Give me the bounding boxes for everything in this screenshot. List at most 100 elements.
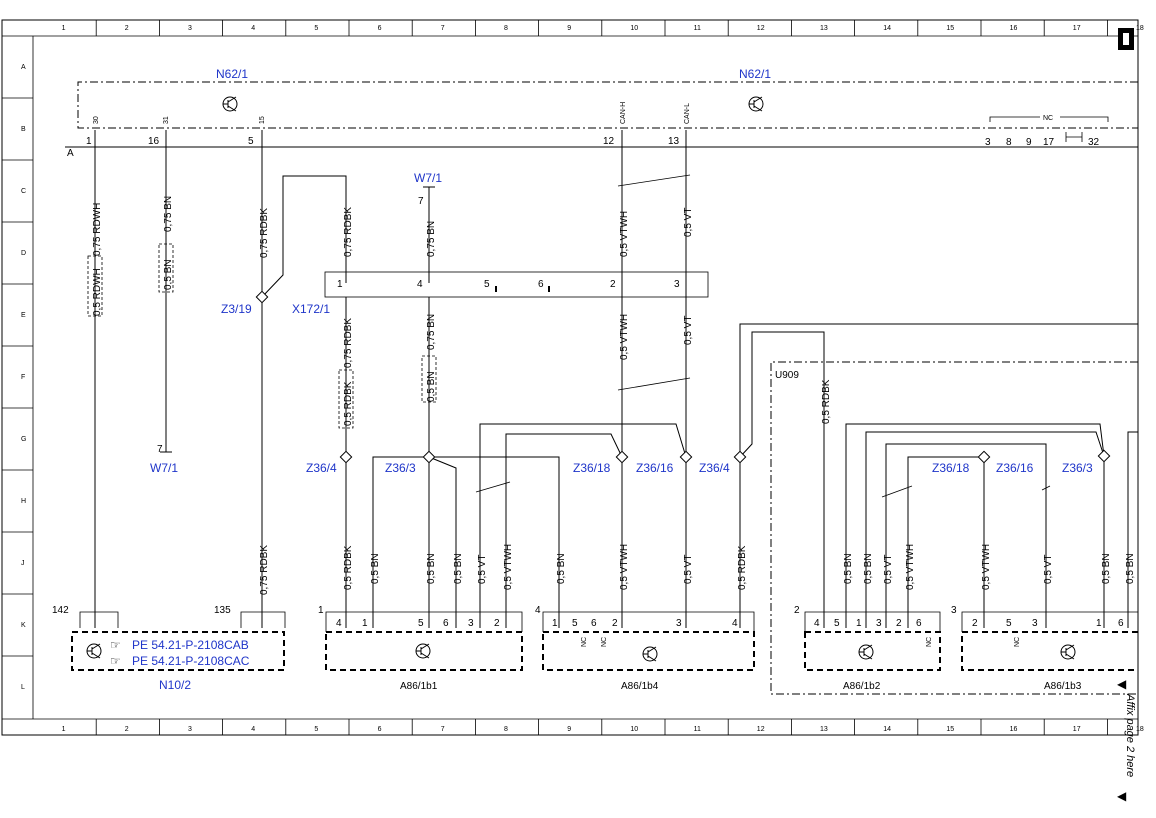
nc: NC [581,637,588,647]
column-number: 9 [567,726,571,733]
wire-label: 0,75 RDBK [343,207,354,257]
wire-label: 0,5 BN [863,553,874,584]
pin: 1 [552,618,558,629]
pe-ref-cac[interactable]: PE 54.21-P-2108CAC [132,654,250,668]
a86-1b4-label: A86/1b4 [621,681,659,692]
wire-label: 0,5 VT [477,555,488,584]
pin-num-17: 17 [1043,137,1055,148]
pin: 6 [443,618,449,629]
wire-label: 0,5 RDWH [92,268,103,316]
z36-18-right-label: Z36/18 [932,461,970,475]
pe-ref-cab[interactable]: PE 54.21-P-2108CAB [132,638,249,652]
column-number: 13 [820,726,828,733]
conn-num: 2 [794,605,800,616]
row-letter: D [21,250,26,257]
x172-pin: 5 [484,279,490,290]
wire-label: 0,5 BN [163,259,174,290]
wire-label: 0,5 VTWH [619,211,630,257]
column-number: 4 [251,726,255,733]
column-number: 10 [630,726,638,733]
row-letter: H [21,498,26,505]
pin-30: 30 [93,116,100,124]
pin: 4 [814,618,820,629]
column-number: 6 [378,726,382,733]
n10-pin-135: 135 [214,605,231,616]
transistor-icon [642,646,658,662]
column-number: 12 [757,25,765,32]
pin: 6 [916,618,922,629]
conn-num: 4 [535,605,541,616]
wire-label: 0,5 BN [370,553,381,584]
u909-module: U909 0,5 RDBK Z36/18 Z36/16 Z36/3 0,5 BN… [770,361,1138,695]
pin-num-32: 32 [1088,137,1100,148]
pin: 5 [834,618,840,629]
wire-label: 0,5 BN [1101,553,1112,584]
pin: 5 [1006,618,1012,629]
transistor-icon [222,96,238,112]
wire-label: 0,5 BN [843,553,854,584]
row-letter: C [21,188,26,195]
column-number: 3 [188,25,192,32]
triangle-icon: ◀ [1117,789,1127,803]
column-number: 17 [1073,726,1081,733]
column-number: 8 [504,25,508,32]
w7-top-pin: 7 [418,196,424,207]
a86-1b2: 2 4 5 1 3 2 6 NC A86/1b2 [794,605,941,692]
row-letter: B [21,126,26,133]
conn-num: 1 [318,605,324,616]
wire-label: 0,5 BN [1125,553,1136,584]
column-number: 16 [1010,25,1018,32]
column-number: 18 [1136,25,1144,32]
wire-label: 0,5 RDBK [821,379,832,424]
wire-label: 0,5 VTWH [905,544,916,590]
affix-page-note: Affix page 2 here [1124,693,1136,777]
pin: 6 [1118,618,1124,629]
pin-num-1: 1 [86,136,92,147]
w7-top-label: W7/1 [414,171,442,185]
z36-3-label: Z36/3 [385,461,416,475]
n10-pin-142: 142 [52,605,69,616]
wire-label: 0,5 VT [883,555,894,584]
wire-label: 0,75 BN [163,196,174,232]
n10-label: N10/2 [159,678,191,692]
pin: 5 [418,618,424,629]
x172-label: X172/1 [292,302,330,316]
wire-label: 0,75 RDWH [92,203,103,256]
column-number: 7 [441,726,445,733]
wire-label: 0,5 BN [453,553,464,584]
column-number: 15 [946,25,954,32]
pin: 4 [732,618,738,629]
transistor-icon [1060,644,1076,660]
pin-num-3: 3 [985,137,991,148]
wire-label: 0,5 VTWH [981,544,992,590]
column-number: 1 [62,726,66,733]
wire-label: 0,5 VT [1043,555,1054,584]
wire-label: 0,5 RDBK [343,545,354,590]
column-number: 11 [694,25,701,32]
x172-pin: 4 [417,279,423,290]
wire-label: 0,75 RDBK [343,318,354,368]
x172-pin: 2 [610,279,616,290]
column-number: 5 [314,726,318,733]
pin: 5 [572,618,578,629]
row-letter: E [21,312,26,319]
column-number: 18 [1136,726,1144,733]
nc: NC [601,637,608,647]
pin-can-l: CAN-L [684,103,691,124]
pin: 3 [876,618,882,629]
z36-4-right-label: Z36/4 [699,461,730,475]
wire-label: 0,5 VTWH [503,544,514,590]
pin-num-8: 8 [1006,137,1012,148]
column-number: 11 [694,726,701,733]
row-letter: J [21,560,25,567]
pin-31: 31 [163,116,170,124]
z36-4-label: Z36/4 [306,461,337,475]
wire-label: 0,5 BN [556,553,567,584]
pointing-hand-icon: ☞ [110,654,121,668]
column-number: 14 [883,726,891,733]
pin-15: 15 [259,116,266,124]
pin: 1 [362,618,368,629]
pin-num-12: 12 [603,136,615,147]
